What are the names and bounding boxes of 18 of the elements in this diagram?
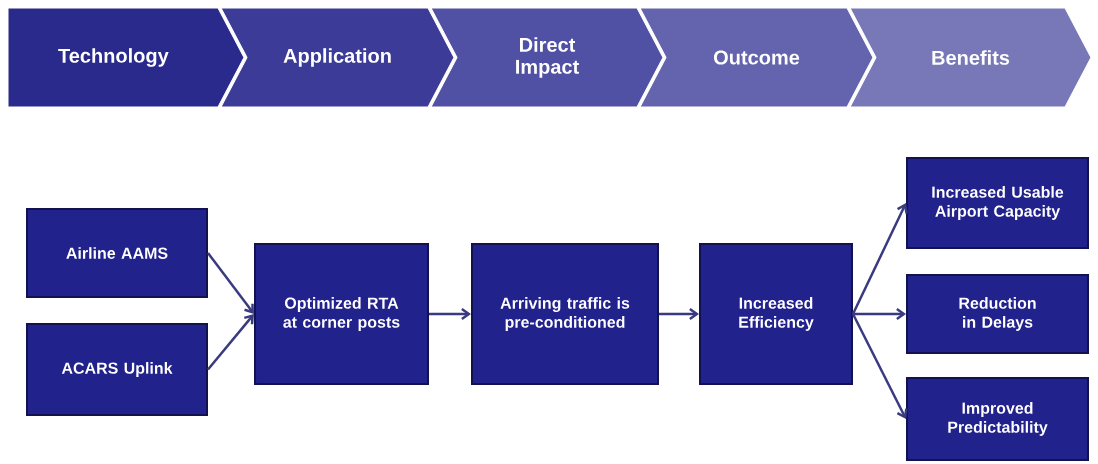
process-box: Optimized RTA at corner posts: [254, 243, 429, 385]
arrow: [207, 314, 254, 371]
process-box: Airline AAMS: [26, 208, 208, 298]
arrow: [429, 308, 471, 321]
process-box: Increased Efficiency: [699, 243, 853, 385]
arrow: [207, 252, 254, 314]
process-box: ACARS Uplink: [26, 323, 208, 416]
arrow: [851, 203, 908, 315]
process-box: Increased Usable Airport Capacity: [906, 157, 1089, 249]
process-box: Arriving traffic is pre-conditioned: [471, 243, 659, 385]
stage-banner: Direct Impact: [430, 7, 664, 108]
arrow: [853, 308, 906, 321]
process-box: Reduction in Delays: [906, 274, 1089, 354]
arrow: [659, 308, 699, 321]
process-box: Improved Predictability: [906, 377, 1089, 461]
stage-banner: Benefits: [849, 7, 1092, 108]
arrow: [851, 313, 908, 419]
stage-banner: Technology: [7, 7, 245, 108]
